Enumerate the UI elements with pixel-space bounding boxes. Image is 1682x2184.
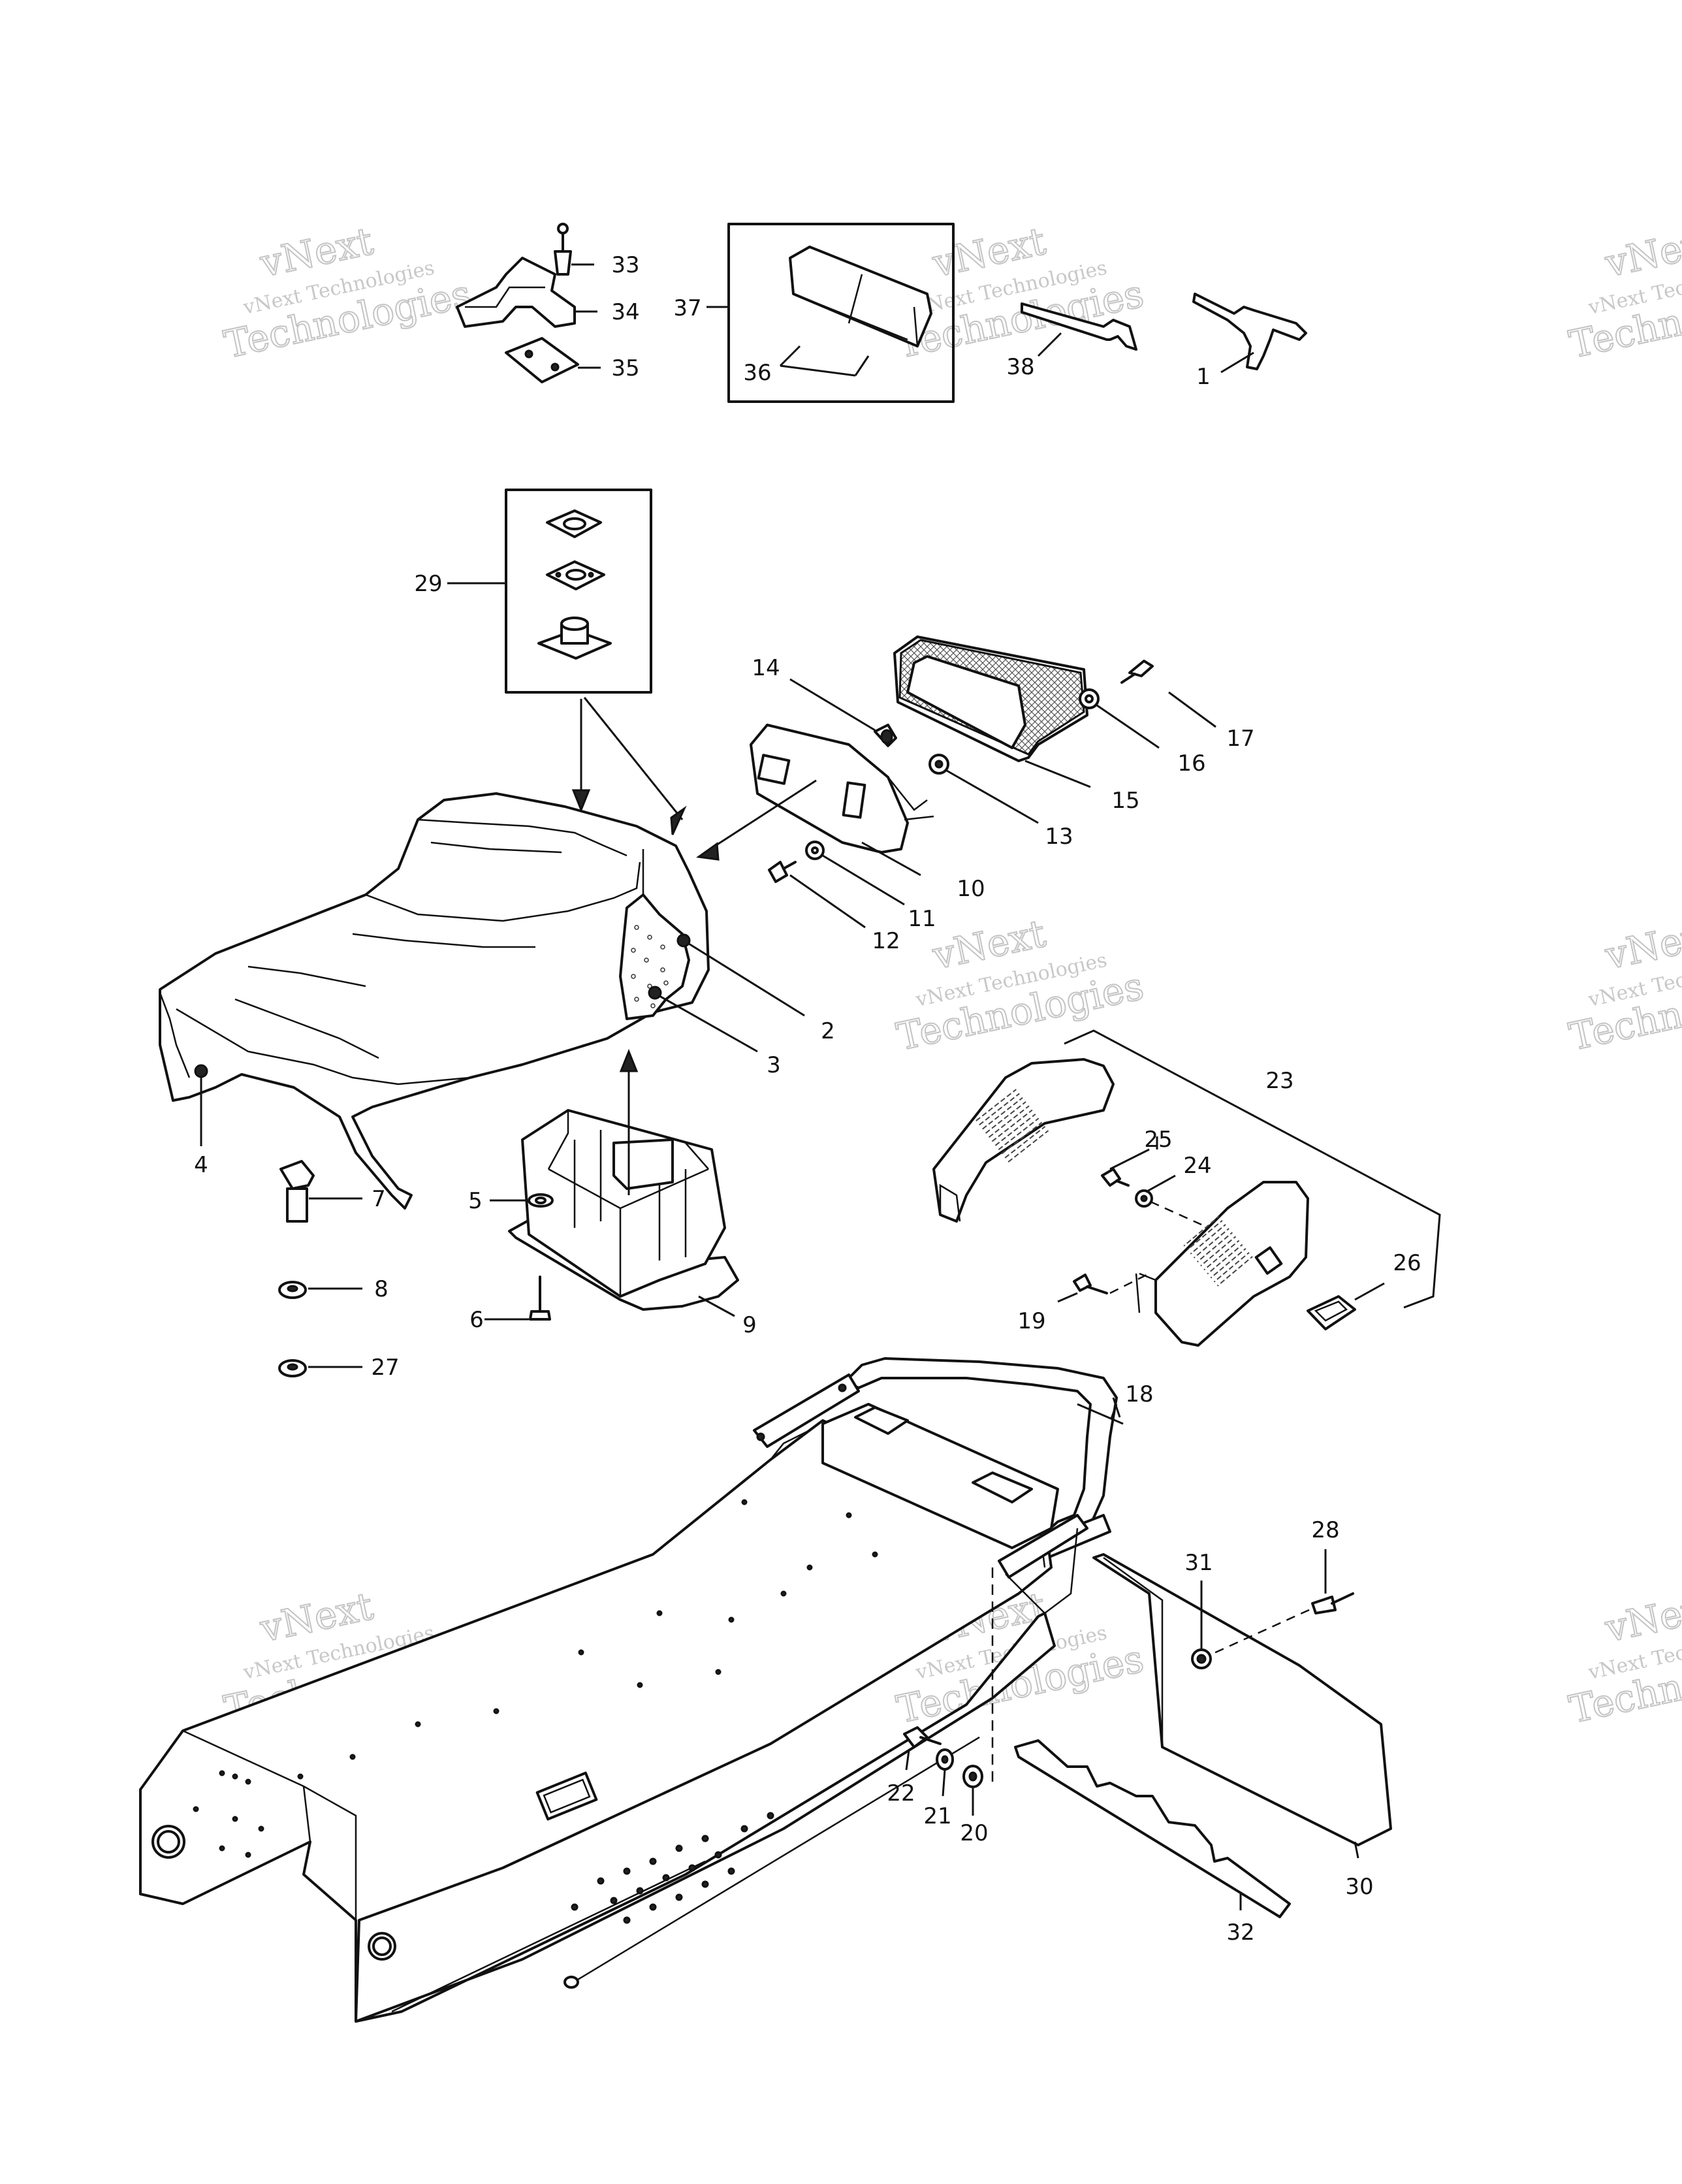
watermark-line1: vNext [1601,911,1682,978]
part-8-nut [278,1281,307,1299]
callout-6: 6 [469,1307,484,1333]
callout-4: 4 [194,1152,208,1178]
part-32-reinforcement [1014,1739,1291,1918]
part-2-dot [676,933,691,948]
callout-labels: 1 2 3 4 5 6 7 8 9 10 11 12 13 14 15 16 1… [194,252,1421,1946]
part-22-bolt [903,1726,942,1748]
part-26-right-cover [1135,1181,1309,1347]
callout-24: 24 [1183,1153,1211,1179]
callout-36: 36 [743,360,771,386]
callout-37: 37 [673,295,701,321]
part-14-bulb [874,724,897,747]
callout-2: 2 [821,1018,835,1044]
arrow-29-diag-head [670,805,687,835]
callout-22: 22 [887,1780,915,1807]
callout-13: 13 [1045,824,1073,850]
bracket-23 [1064,1029,1441,1309]
arrow-29-down-head [571,789,591,813]
part-15-lens [893,635,1088,762]
part-17-screw [1120,660,1154,684]
part-29-kit [537,509,612,660]
callout-25: 25 [1144,1127,1172,1153]
part-35-plate [505,337,579,383]
callout-18: 18 [1125,1381,1153,1407]
callout-27: 27 [371,1355,399,1381]
part-26-reflector [1307,1295,1356,1330]
part-7-t-bolt [279,1160,315,1223]
callout-21: 21 [923,1803,951,1829]
watermark-line1: vNext [1601,219,1682,286]
callout-33: 33 [611,252,639,278]
part-36-foam [779,246,932,377]
part-31-grommet [1191,1648,1212,1669]
callout-12: 12 [872,928,900,954]
callout-20: 20 [960,1820,988,1846]
callout-10: 10 [957,876,985,902]
part-10-housing [750,724,934,854]
callout-23: 23 [1265,1068,1293,1094]
dash-28 [1211,1609,1310,1656]
part-5-bushing [528,1193,554,1208]
part-27-nut [278,1359,307,1377]
leader-lines [200,263,1385,1910]
part-21-washer [936,1748,954,1771]
callout-34: 34 [611,299,639,325]
callout-32: 32 [1226,1919,1254,1946]
part-4-dot [194,1064,208,1078]
dash-19 [1109,1272,1150,1294]
callout-3: 3 [767,1052,781,1078]
box-37 [727,223,955,403]
arrow-29-diag [583,697,684,820]
part-13-nut [928,754,949,775]
part-4-seat [159,792,710,1210]
callout-26: 26 [1393,1250,1421,1276]
part-23-left-cover [932,1058,1115,1223]
callout-14: 14 [752,655,780,681]
callout-17: 17 [1226,726,1254,752]
part-38-wrench [1021,302,1137,351]
part-6-bolt [529,1276,551,1321]
part-20-nut [962,1765,983,1788]
watermark-line1: vNext [1601,1584,1682,1651]
part-25-screw [1101,1168,1130,1187]
part-12-screw [768,861,797,883]
part-33-pin [554,223,572,276]
box-29 [505,489,652,694]
part-34-bracket [456,257,576,328]
callout-5: 5 [468,1188,483,1214]
callout-29: 29 [414,571,442,597]
callout-8: 8 [374,1276,389,1302]
callout-7: 7 [372,1186,386,1212]
callout-16: 16 [1177,750,1205,777]
callout-9: 9 [742,1312,757,1338]
callout-31: 31 [1184,1550,1213,1576]
dash-24 [1150,1200,1202,1226]
arrow-10-seat [705,779,817,854]
part-24-washer [1135,1189,1153,1208]
part-28-rivet [1311,1592,1354,1614]
arrow-9-up-head [619,1048,639,1072]
tunnel-frame [139,1403,1088,2023]
callout-15: 15 [1111,788,1139,814]
part-3-dot [648,986,662,1000]
part-19-screw [1073,1274,1108,1294]
callout-1: 1 [1196,364,1211,390]
callout-19: 19 [1017,1308,1045,1334]
part-16-washer [1079,688,1100,709]
callout-11: 11 [908,906,936,932]
callout-38: 38 [1006,354,1034,380]
arrow-10-seat-head [696,842,720,861]
callout-28: 28 [1311,1517,1339,1543]
callout-35: 35 [611,355,639,381]
callout-30: 30 [1345,1874,1373,1900]
part-1-spanner [1192,293,1307,370]
part-9-storage-box [508,1109,739,1311]
part-11-washer [805,841,825,860]
